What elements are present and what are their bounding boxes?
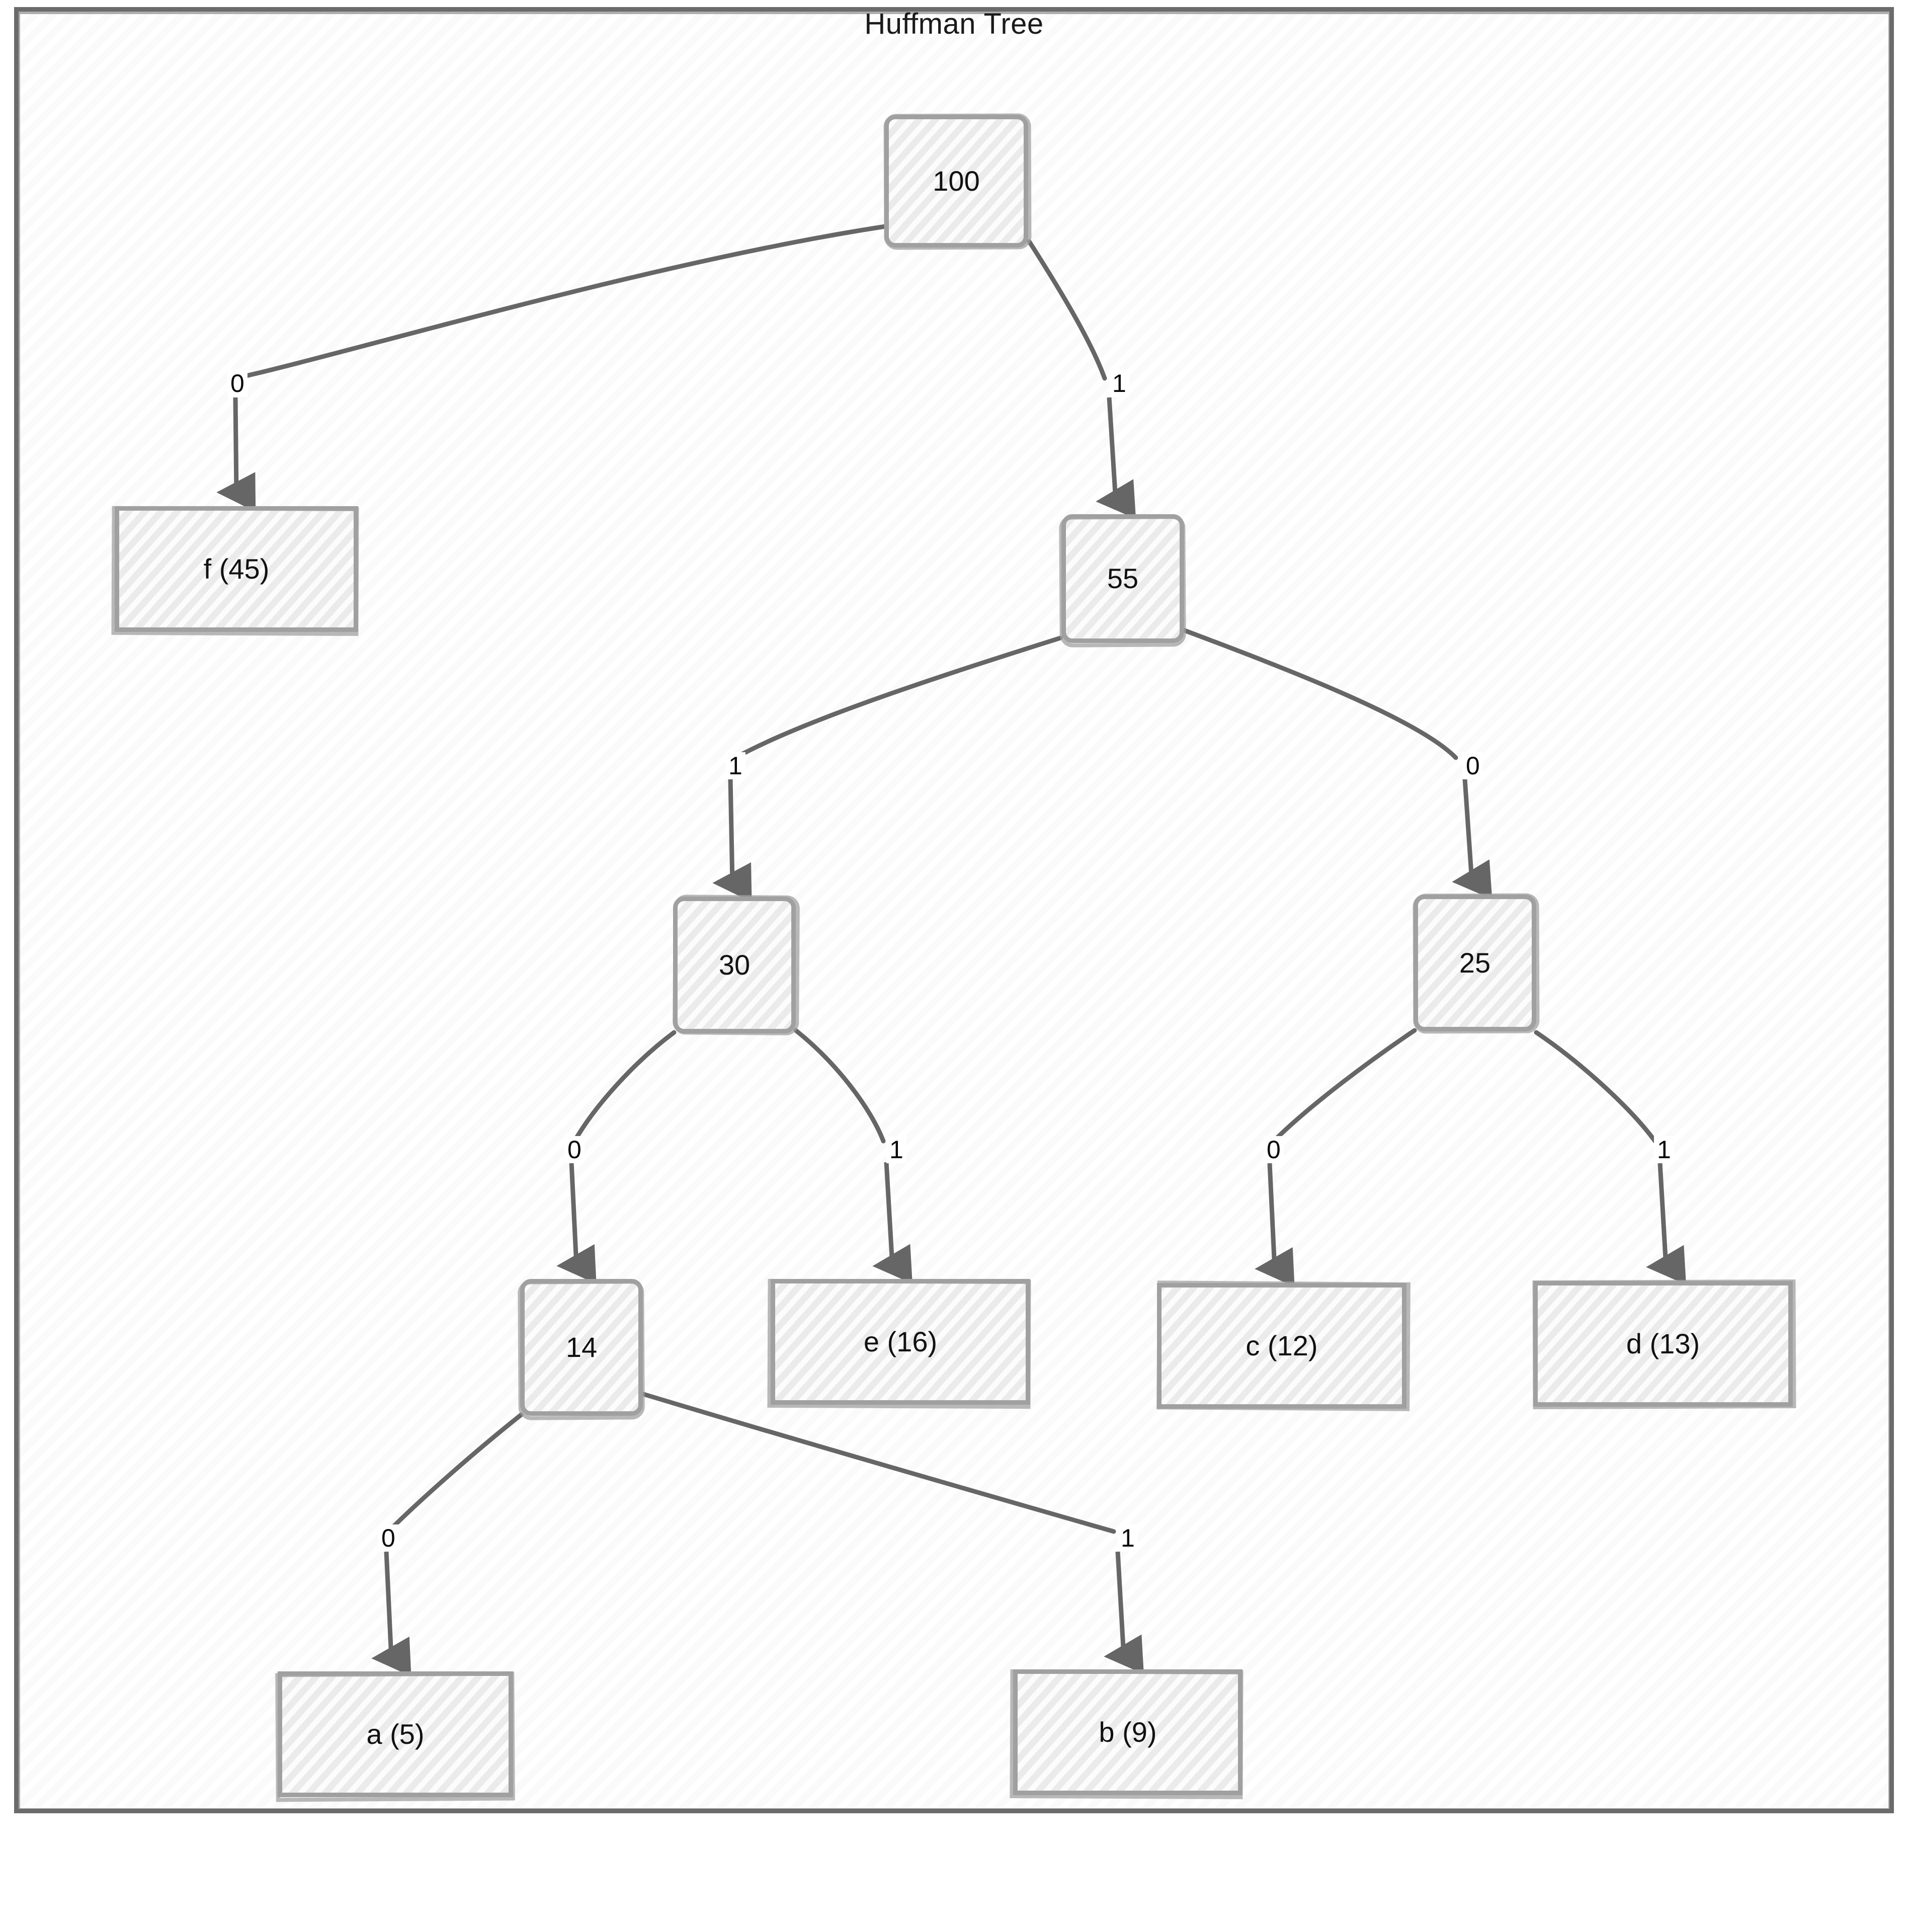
tree-node-label: b (9) — [1099, 1716, 1157, 1748]
tree-leaf-f[interactable]: f (45) — [115, 506, 358, 632]
page-title: Huffman Tree — [864, 8, 1044, 40]
tree-leaf-a[interactable]: a (5) — [278, 1671, 513, 1797]
diagram-frame — [14, 7, 1894, 1813]
tree-node-label: f (45) — [203, 553, 270, 585]
tree-node-label: 30 — [718, 949, 751, 981]
tree-leaf-b[interactable]: b (9) — [1013, 1669, 1242, 1795]
tree-node-label: e (16) — [863, 1326, 938, 1357]
tree-node-label: a (5) — [366, 1718, 425, 1750]
edge-label-n30-e16: 1 — [886, 1136, 906, 1163]
tree-node-55[interactable]: 55 — [1061, 514, 1184, 643]
edge-label-n14-b9: 1 — [1118, 1524, 1138, 1552]
edge-label-n30-n14: 0 — [564, 1136, 585, 1163]
tree-leaf-c[interactable]: c (12) — [1157, 1283, 1406, 1409]
tree-node-25[interactable]: 25 — [1414, 895, 1536, 1031]
edge-label-n25-c12: 0 — [1264, 1136, 1284, 1163]
tree-node-30[interactable]: 30 — [673, 897, 796, 1033]
tree-node-label: 100 — [933, 165, 980, 197]
edge-label-n55-n25: 0 — [1463, 752, 1483, 779]
tree-node-label: 14 — [565, 1331, 598, 1363]
tree-node-14[interactable]: 14 — [520, 1279, 643, 1416]
edge-label-n14-a5: 0 — [378, 1524, 398, 1552]
tree-node-label: 25 — [1459, 947, 1491, 979]
edge-label-n55-n30: 1 — [725, 752, 745, 779]
edge-label-100-n55: 1 — [1109, 370, 1129, 397]
tree-node-label: 55 — [1107, 562, 1139, 594]
edge-label-100-f45: 0 — [227, 370, 247, 397]
tree-leaf-e[interactable]: e (16) — [771, 1279, 1030, 1405]
tree-node-root[interactable]: 100 — [884, 115, 1028, 248]
tree-node-label: d (13) — [1626, 1328, 1700, 1359]
tree-leaf-d[interactable]: d (13) — [1533, 1281, 1793, 1407]
edge-label-n25-d13: 1 — [1654, 1136, 1674, 1163]
tree-node-label: c (12) — [1246, 1330, 1318, 1361]
